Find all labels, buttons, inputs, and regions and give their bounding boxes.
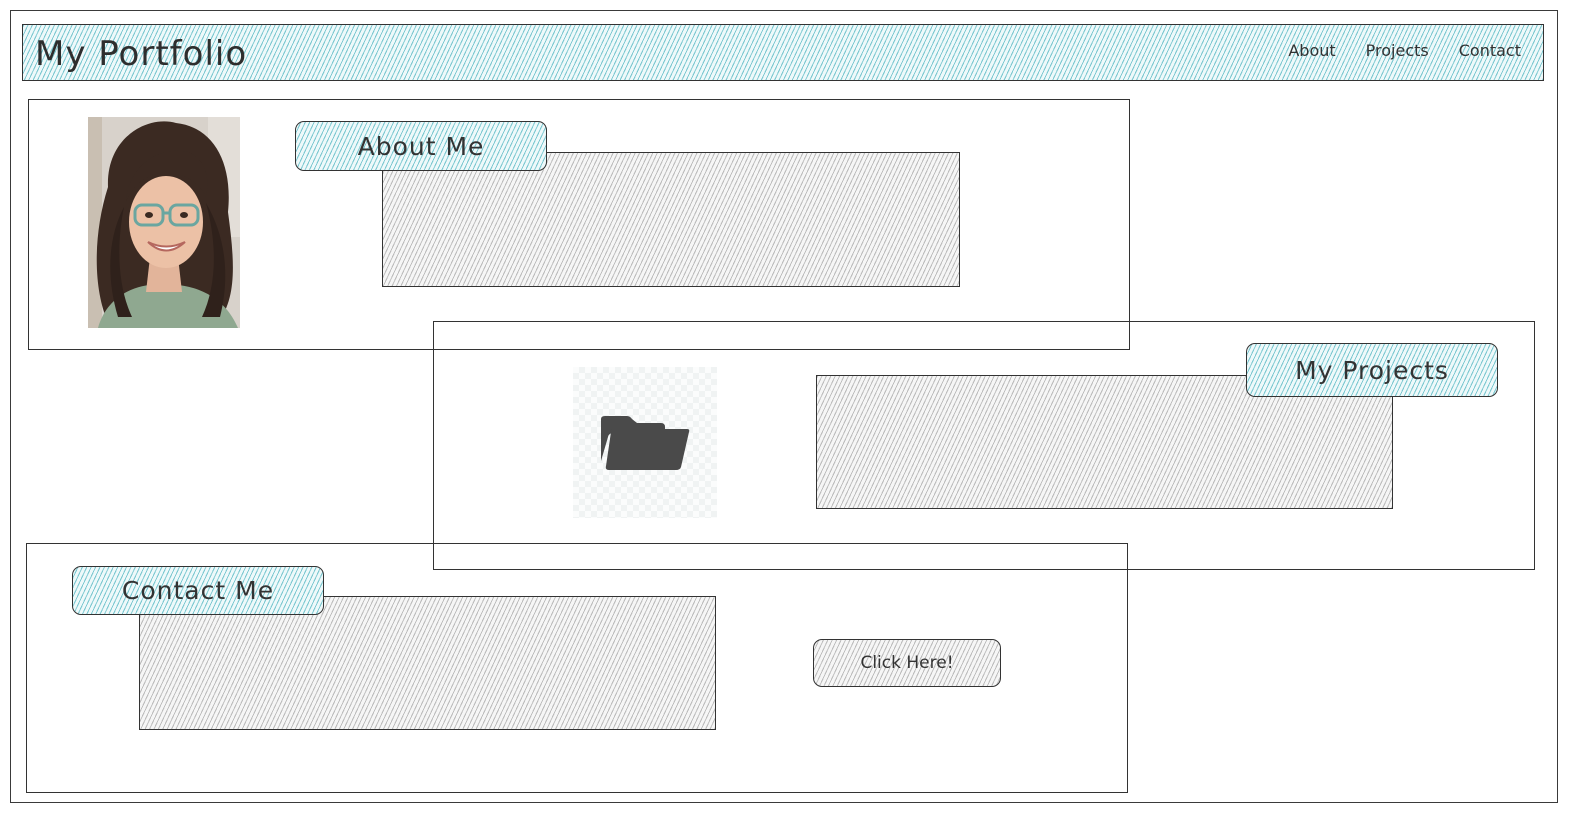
portrait-illustration [88,117,240,328]
projects-heading: My Projects [1246,343,1498,397]
folder-open-icon [599,415,691,471]
nav-links: About Projects Contact [1288,41,1521,60]
site-title[interactable]: My Portfolio [35,34,247,74]
about-text-placeholder [382,152,960,287]
nav-link-projects[interactable]: Projects [1366,41,1429,60]
project-thumbnail[interactable] [573,367,717,518]
profile-photo [88,117,240,328]
contact-text-placeholder [139,596,716,730]
about-heading: About Me [295,121,547,171]
top-navbar: My Portfolio About Projects Contact [22,24,1544,81]
click-here-button[interactable]: Click Here! [813,639,1001,687]
contact-heading: Contact Me [72,566,324,615]
nav-link-contact[interactable]: Contact [1459,41,1521,60]
nav-link-about[interactable]: About [1288,41,1335,60]
